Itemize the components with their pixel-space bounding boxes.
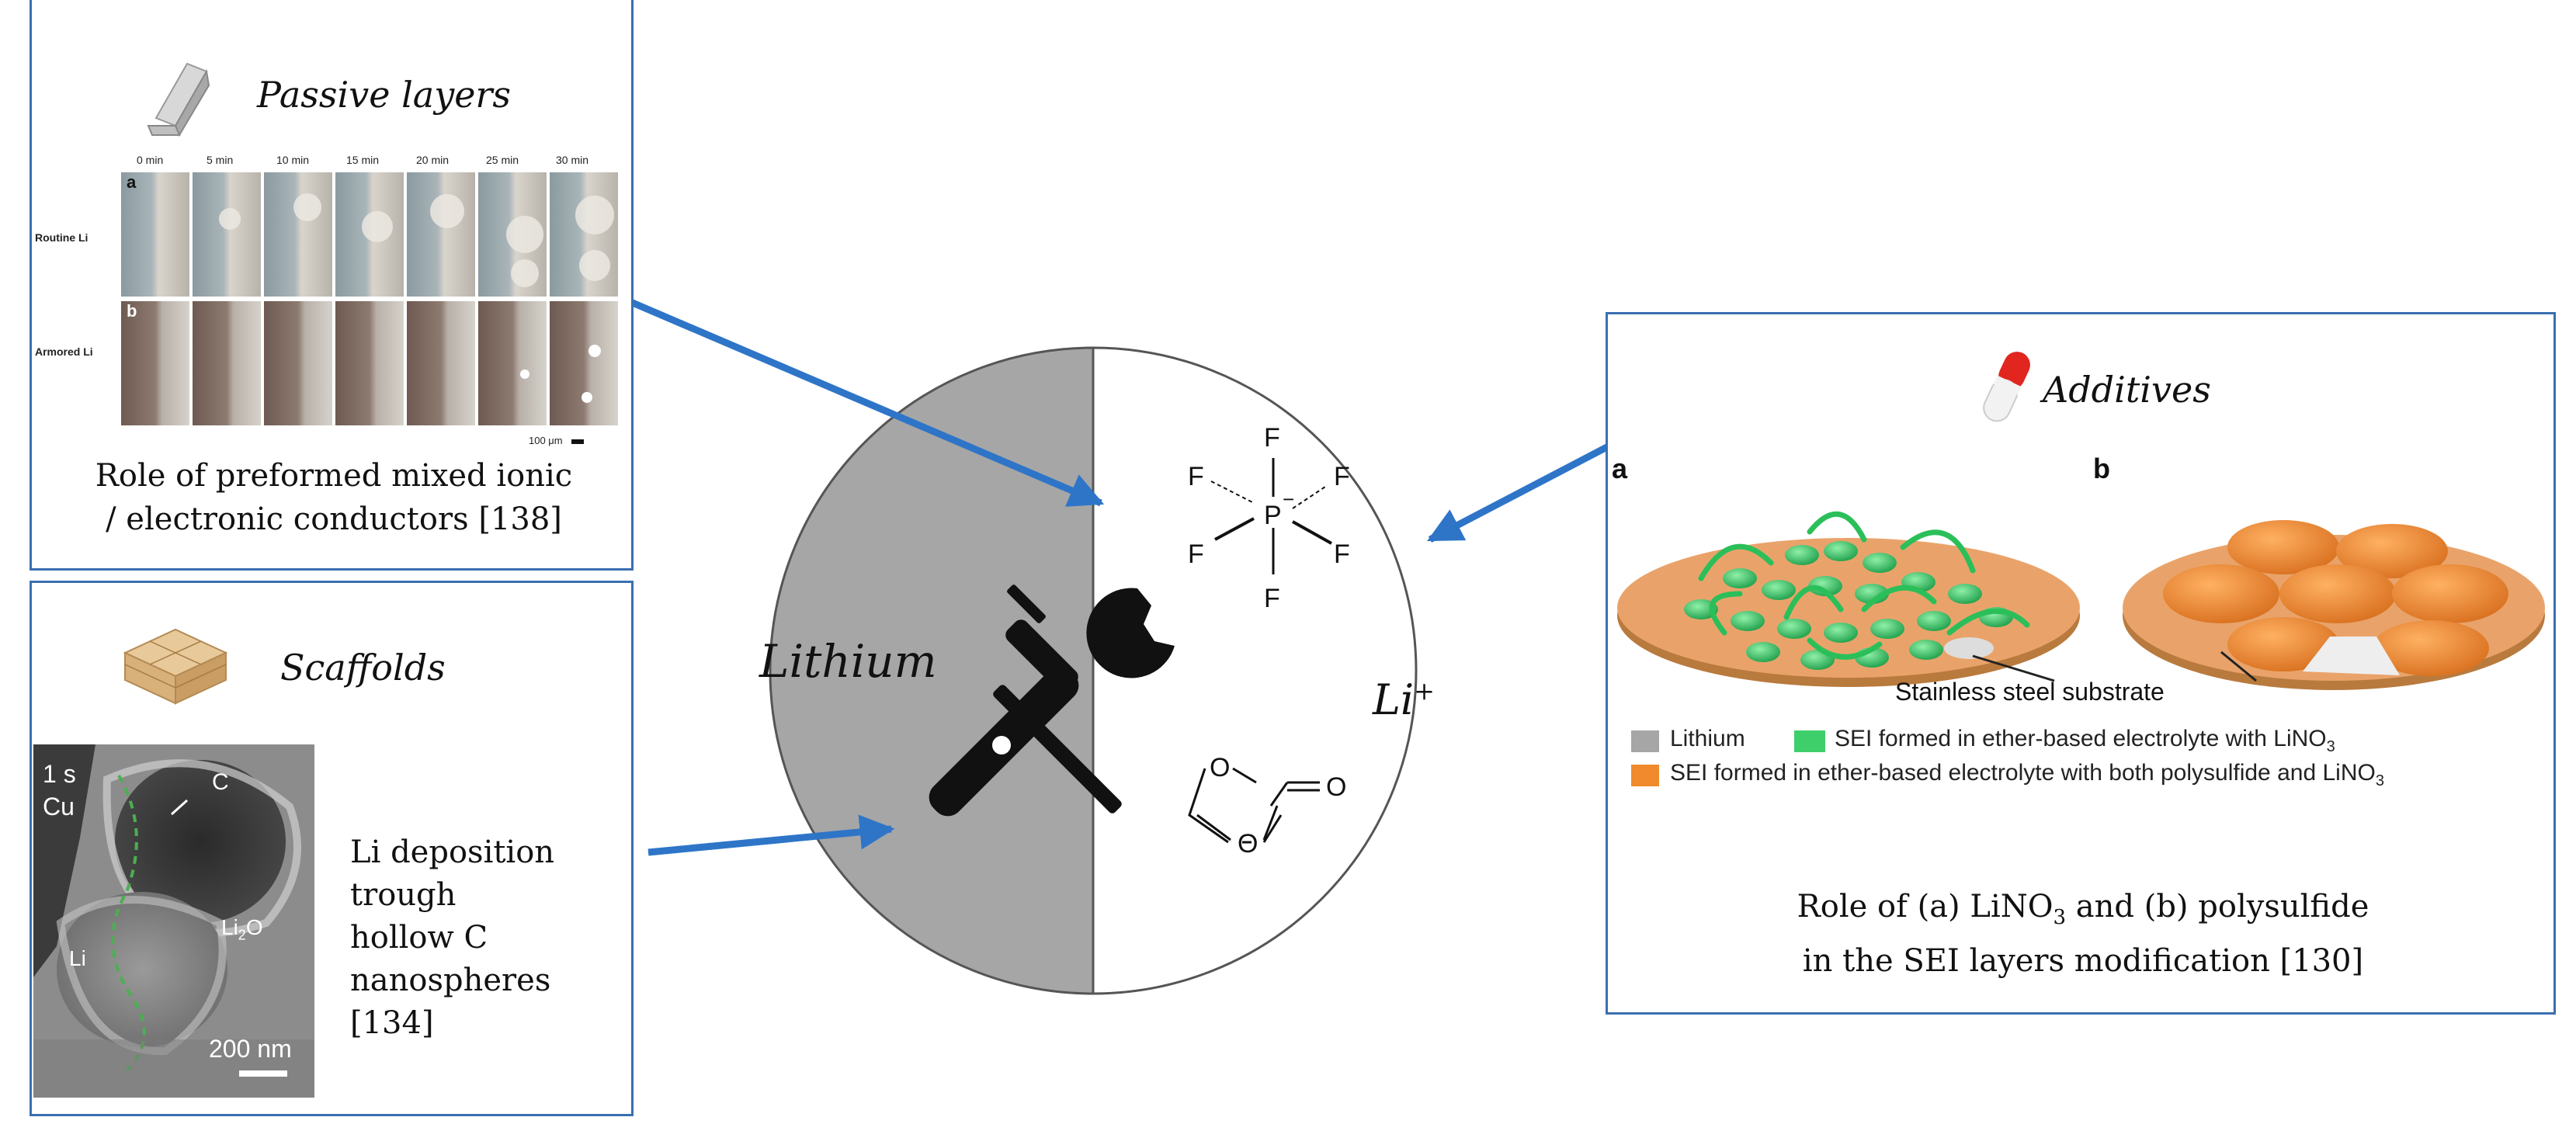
scaffolds-caption-line: trough [350,877,457,913]
time-label: 30 min [556,154,589,166]
row-label-armored: Armored Li [35,345,93,358]
additives-letter-a: a [1612,453,1628,484]
caption-sub: 3 [2053,906,2067,929]
passive-scale-label: 100 μm [529,435,563,446]
scaffolds-caption-line: Li deposition [350,834,555,870]
disc-b [2123,520,2545,690]
pf6-f-bottom: F [1264,584,1280,613]
label-li-plus: Li+ [1373,675,1435,724]
passive-micrograph [121,172,618,425]
row-letter-a: a [127,172,137,192]
time-label: 15 min [346,154,380,166]
scaffolds-caption-line: nanospheres [350,963,551,998]
substrate-label: Stainless steel substrate [1895,678,2165,706]
scaffolds-caption-line: [134] [350,1005,434,1041]
additives-caption-line-1: Role of (a) LiNO3 and (b) polysulfide [1608,885,2558,939]
passive-scale-bar: 100 μm [529,435,585,446]
legend-swatch-orange [1631,765,1659,786]
passive-caption: Role of preformed mixed ionic / electron… [32,454,636,541]
tem-li2o-label: Li2O [221,915,263,944]
disc-a [1617,511,2080,687]
additives-panel: Additives a b [1606,312,2556,1015]
time-label: 10 min [276,154,310,166]
scaffolds-panel: Scaffolds 1 s Cu C Li Li2O 200 nm Li de [30,581,634,1116]
pf6-p: P [1264,501,1282,530]
tem-time-label: 1 s [43,760,76,788]
li-plus-base: Li [1373,675,1415,724]
tem-c-label: C [212,769,229,795]
ec-o-ring-bottom: O [1238,829,1258,859]
li2o-sub: 2 [238,927,246,943]
rail-icon [147,62,210,137]
scaffolds-title: Scaffolds [280,647,446,689]
legend-green-sub: 3 [2326,738,2335,755]
legend-orange-sub: 3 [2375,772,2384,789]
arrow-additives [1427,438,1621,543]
time-label: 5 min [207,154,234,166]
connector-arrows [627,297,1621,856]
time-label: 0 min [137,154,164,166]
caption-part: and (b) polysulfide [2066,889,2369,925]
passive-caption-line: / electronic conductors [138] [106,501,562,537]
tem-scale-label: 200 nm [209,1035,292,1063]
sei-illustration [1617,511,2545,690]
tem-cu-label: Cu [43,793,75,820]
pf6-anion: F F F F F F P − [1188,423,1350,613]
crate-icon [123,628,228,705]
li2o-base: Li [221,915,238,939]
tem-li-label: Li [69,946,86,970]
arrow-passive [627,297,1105,507]
pf6-f-lower-right: F [1334,539,1350,569]
time-label: 25 min [486,154,519,166]
caption-part: Role of (a) LiNO [1797,889,2054,925]
row-routine-frames [121,172,618,297]
legend: Lithium SEI formed in ether-based electr… [1631,726,2547,794]
pf6-f-upper-left: F [1188,462,1204,491]
legend-label-green: SEI formed in ether-based electrolyte wi… [1835,726,2335,756]
time-label: 20 min [416,154,450,166]
row-label-routine: Routine Li [35,231,89,244]
additives-caption: Role of (a) LiNO3 and (b) polysulfide in… [1608,885,2558,983]
row-letter-b: b [127,301,137,321]
scale-bar-mark [571,439,585,444]
li2o-tail: O [245,915,263,939]
wrench-screwdriver-icon [929,585,1175,817]
legend-green-text: SEI formed in ether-based electrolyte wi… [1835,726,2327,751]
pf6-f-upper-right: F [1334,462,1350,491]
legend-label-lithium: Lithium [1670,726,1745,751]
passive-caption-line: Role of preformed mixed ionic [95,458,573,494]
passive-layers-panel: Passive layers 0 min 5 min 10 min 15 min… [30,0,634,571]
ec-o-ring-top: O [1210,753,1230,782]
pf6-f-lower-left: F [1188,539,1204,569]
ec-o-carbonyl: O [1326,772,1346,802]
legend-orange-text: SEI formed in ether-based electrolyte wi… [1670,760,2376,786]
ethylene-carbonate: O O O [1188,753,1346,859]
pill-icon [1983,352,2030,422]
scaffolds-caption-line: hollow C [350,920,488,956]
additives-title: Additives [2043,369,2211,411]
label-lithium: Lithium [759,635,937,688]
tem-image [33,744,314,1098]
passive-title: Passive layers [257,74,512,116]
pf6-f-top: F [1264,423,1280,453]
passive-times: 0 min 5 min 10 min 15 min 20 min 25 min … [121,154,618,172]
legend-label-orange: SEI formed in ether-based electrolyte wi… [1670,760,2384,790]
arrow-scaffolds [647,814,895,856]
additives-caption-line-2: in the SEI layers modification [130] [1802,943,2364,979]
pf6-charge: − [1283,487,1294,511]
legend-swatch-green [1794,730,1825,752]
electrolyte-region [1092,346,1418,995]
row-armored-frames [121,301,618,425]
li-plus-sup: + [1414,676,1435,706]
scaffolds-caption: Li deposition trough hollow C nanosphere… [350,831,554,1045]
additives-letter-b: b [2093,453,2110,484]
legend-swatch-lithium [1631,730,1659,752]
